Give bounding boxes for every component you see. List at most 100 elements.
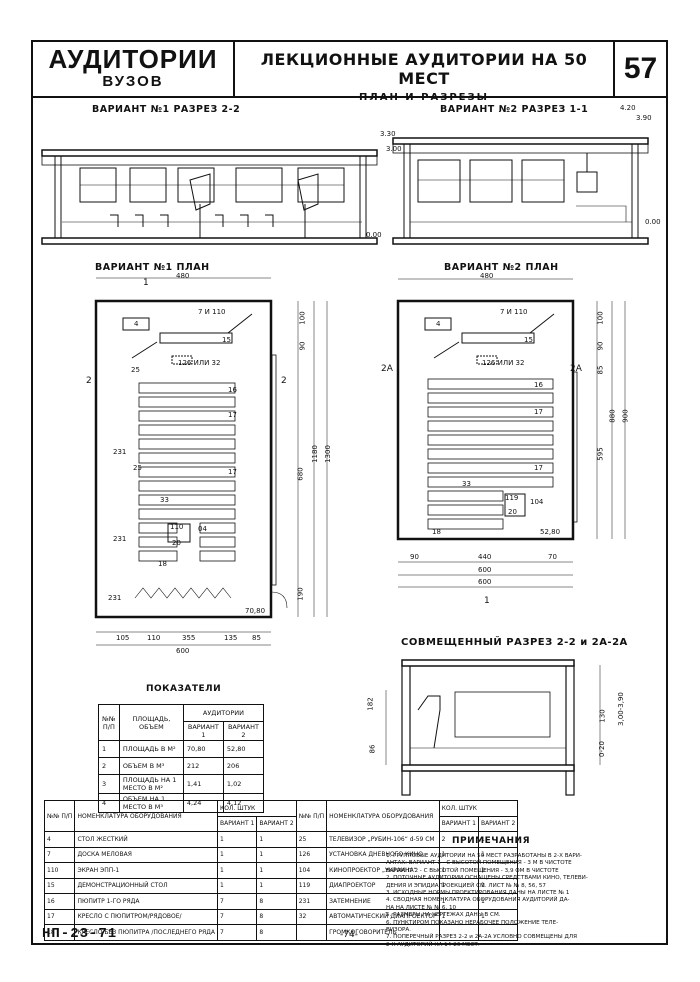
nom-h-v2: ВАРИАНТ 2: [256, 815, 297, 832]
v1-label-7080: 70,80: [245, 607, 266, 615]
center-subtitle: ПЛАН И РАЗРЕЗЫ: [359, 92, 489, 103]
v1-label-231c: 231: [108, 594, 122, 602]
section-mark-1: 1: [143, 278, 149, 288]
v1-dim-b135: 135: [224, 634, 238, 642]
ind-cell: 212: [182, 757, 224, 775]
v2-dim-480: 480: [480, 272, 494, 280]
dim-420: 4.20: [620, 104, 636, 112]
ind-cell: 2: [98, 757, 120, 775]
nom-cell: 1: [256, 846, 297, 863]
var2-window-3: [521, 159, 565, 203]
nom-cell: 231: [295, 893, 328, 910]
v2-dim-900: 900: [621, 409, 630, 423]
var1-projector: [167, 523, 191, 543]
var1-section-label: ВАРИАНТ №1 РАЗРЕЗ 2-2: [92, 104, 241, 115]
var2-window-1: [417, 159, 461, 203]
note-line: НА НА ЛИСТЕ № № 6, 10: [386, 904, 457, 911]
nom-h-v1-2: ВАРИАНТ 1: [438, 815, 479, 832]
ind-cell: 52,80: [222, 740, 265, 758]
nom-cell: ДОСКА МЕЛОВАЯ: [74, 846, 218, 863]
var1-section-wall-right: [359, 155, 367, 239]
nom-cell: 1: [256, 877, 297, 894]
v1-label-25a: 25: [131, 366, 140, 374]
note-line: ВИЗОРА.: [386, 927, 411, 934]
cs-dim-130: 130: [598, 709, 607, 723]
nom-cell: 4: [43, 831, 76, 848]
nom-cell: [477, 924, 519, 941]
section-mark-2b: 2: [281, 376, 287, 386]
v1-label-18: 18: [158, 560, 167, 568]
nom-cell: ПЮПИТР 1-ГО РЯДА: [74, 893, 218, 910]
footer-code: НП-23-71: [42, 926, 118, 942]
var1-plan-label: ВАРИАНТ №1 ПЛАН: [95, 262, 210, 273]
section-mark-1b: 1: [484, 596, 490, 606]
var2-section-label: ВАРИАНТ №2 РАЗРЕЗ 1-1: [440, 104, 589, 115]
ind-h-v2: ВАРИАНТ 2: [222, 721, 265, 741]
nom-h-num: №№ П/П: [43, 800, 76, 832]
cs-dim-020: 0-20: [597, 741, 606, 757]
nom-cell: КРЕСЛО БЕЗ ПЮПИТРА /ПОСЛЕДНЕГО РЯДА: [74, 924, 218, 941]
v1-dim-1300: 1300: [323, 445, 332, 463]
nom-cell: 8: [256, 908, 297, 925]
v1-dim-100: 100: [298, 311, 307, 325]
ind-cell: 1,41: [182, 774, 224, 794]
var1-section-wall-left: [54, 155, 62, 239]
nom-h-qty: КОЛ. ШТУК: [217, 800, 297, 817]
ind-cell: 1,02: [222, 774, 265, 794]
nom-cell: 32: [295, 908, 328, 925]
combined-section-label: СОВМЕЩЕННЫЙ РАЗРЕЗ 2-2 и 2А-2А: [401, 637, 628, 648]
var1-tv-1: [189, 173, 211, 211]
v2-label-119: 119: [505, 494, 519, 502]
v1-dim-90: 90: [298, 341, 307, 351]
dim-300: 3.00: [386, 145, 402, 153]
v2-dim-90: 90: [596, 341, 605, 351]
v2-label-104: 104: [530, 498, 544, 506]
ind-h-v1: ВАРИАНТ 1: [182, 721, 224, 741]
v2-dim-b90: 90: [410, 553, 419, 561]
ind-cell: ОБЪЕМ В М³: [118, 757, 184, 775]
nom-cell: ДЕМОНСТРАЦИОННЫЙ СТОЛ: [74, 877, 218, 894]
nom-cell: 17: [43, 908, 76, 925]
note-line: 4. СВОДНАЯ НОМЕНКЛАТУРА ОБОРУДОВАНИЯ АУД…: [386, 897, 570, 904]
var2-seat-rows: [427, 378, 554, 530]
v1-label-126: 126 ИЛИ 32: [178, 359, 221, 367]
v1-dim-b110: 110: [147, 634, 161, 642]
nom-cell: 1: [216, 831, 258, 848]
v2-label-5280: 52,80: [540, 528, 561, 536]
var1-demo-table: [159, 332, 233, 344]
v2-label-17b: 17: [534, 464, 543, 472]
v2-label-4: 4: [436, 320, 441, 328]
cs-dim-182: 182: [366, 697, 375, 711]
notes-block: 1. ГРУППОВЫЕ АУДИТОРИИ НА 50 МЕСТ РАЗРАБ…: [386, 853, 632, 949]
combined-section-wall-right: [565, 664, 575, 796]
left-subtitle: ВУЗОВ: [102, 73, 164, 90]
note-line: 3. ИСХОДНЫЕ НОРМЫ ПРОЕКТИРОВАНИЯ ДАНЫ НА…: [386, 890, 570, 897]
var1-section-ceiling: [41, 149, 378, 157]
v2-label-33: 33: [462, 480, 471, 488]
nom-h-v2-2: ВАРИАНТ 2: [477, 815, 519, 832]
nom-cell: ТЕЛЕВИЗОР „РУБИН-106“ d-59 СМ: [326, 831, 440, 848]
note-line: 2-Х АУДИТОРИЙ НА 14-26 МЕСТ.: [386, 941, 480, 948]
v1-label-33: 33: [160, 496, 169, 504]
v1-dim-480: 480: [176, 272, 190, 280]
v1-label-231b: 231: [113, 535, 127, 543]
ind-cell: ПЛОЩАДЬ В М²: [118, 740, 184, 758]
var1-section-floor: [41, 237, 378, 245]
nom-cell: 1: [477, 908, 519, 925]
nom-h-name-2: НОМЕНКЛАТУРА ОБОРУДОВАНИЯ: [326, 800, 440, 832]
v2-dim-b440: 440: [478, 553, 492, 561]
combined-lectern: [417, 695, 441, 749]
v1-dim-1180: 1180: [310, 445, 319, 463]
v2-dim-b70: 70: [548, 553, 557, 561]
v1-label-17b: 17: [228, 468, 237, 476]
v2-label-126: 126 ИЛИ 32: [482, 359, 525, 367]
nom-h-v1: ВАРИАНТ 1: [216, 815, 258, 832]
nom-cell: 8: [256, 924, 297, 941]
combined-section-wall-left: [401, 664, 411, 796]
v2-dim-b600b: 600: [478, 578, 492, 586]
